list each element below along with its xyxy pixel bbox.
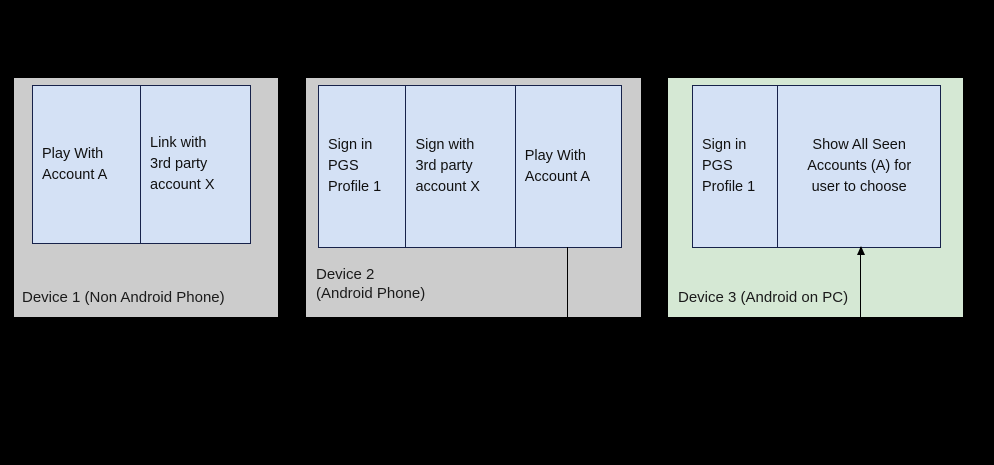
device-1-step-2[interactable]: Link with 3rd party account X	[150, 135, 215, 193]
device-3-step-strip: Sign in PGS Profile 1 Show All Seen Acco…	[692, 85, 941, 248]
device-3-up-arrow-icon	[860, 247, 862, 317]
device-3-step-2[interactable]: Show All Seen Accounts (A) for user to c…	[807, 137, 912, 195]
device-2-step-2[interactable]: Sign with 3rd party account X	[406, 86, 516, 247]
device-2-step-strip: Sign in PGS Profile 1 Sign with 3rd part…	[318, 85, 622, 248]
device-2-step-1[interactable]: Sign in PGS Profile 1	[319, 86, 407, 247]
device-1-step-1[interactable]: Play With Account A	[33, 86, 142, 243]
device-2-step-3[interactable]: Play With Account A	[524, 147, 590, 185]
device-3-step-1[interactable]: Sign in PGS Profile 1	[693, 86, 779, 247]
device-3-label: Device 3 (Android on PC)	[678, 289, 849, 306]
device-1-label: Device 1 (Non Android Phone)	[22, 289, 225, 306]
device-2-drop-line	[567, 247, 569, 317]
device-2-label: Device 2 (Android Phone)	[316, 266, 426, 302]
device-1-step-strip: Play With Account A Link with 3rd party …	[32, 85, 251, 244]
